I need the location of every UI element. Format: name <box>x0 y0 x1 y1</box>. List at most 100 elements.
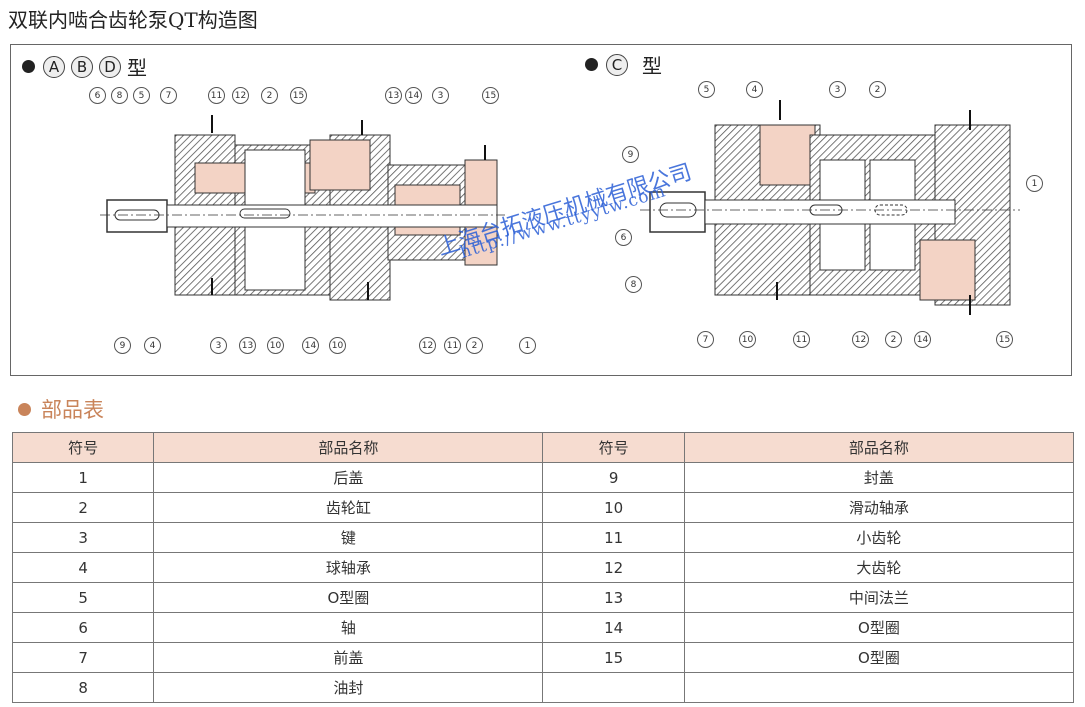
cell-symbol: 4 <box>11 552 155 583</box>
callout: 8 <box>625 276 642 293</box>
cell-symbol: 1 <box>11 462 155 493</box>
callout: 12 <box>419 337 436 354</box>
cell-symbol: 10 <box>542 492 685 523</box>
bullet-dot <box>22 60 35 73</box>
cell-part-name: 后盖 <box>153 462 544 493</box>
cell-part-name: O型圈 <box>683 642 1075 673</box>
callout: 6 <box>615 229 632 246</box>
type-letter: A <box>43 55 65 78</box>
parts-title-text: 部品表 <box>41 398 104 422</box>
callout: 14 <box>302 337 319 354</box>
callout: 12 <box>232 87 249 104</box>
callout: 2 <box>885 331 902 348</box>
callout: 14 <box>914 331 931 348</box>
cell-symbol: 5 <box>11 582 155 613</box>
cell-part-name: 小齿轮 <box>683 522 1075 553</box>
callout: 3 <box>829 81 846 98</box>
type-label-abd: A B D 型 <box>22 52 147 81</box>
cell-part-name: 前盖 <box>153 642 544 673</box>
header-symbol: 符号 <box>11 432 155 463</box>
callout: 9 <box>114 337 131 354</box>
callout: 3 <box>432 87 449 104</box>
cell-symbol: 9 <box>542 462 685 493</box>
cell-part-name: O型圈 <box>683 612 1075 643</box>
callout: 4 <box>144 337 161 354</box>
cell-part-name: 大齿轮 <box>683 552 1075 583</box>
callout: 11 <box>444 337 461 354</box>
cell-symbol: 12 <box>542 552 685 583</box>
callout: 7 <box>697 331 714 348</box>
type-letter: D <box>99 55 121 78</box>
callout: 2 <box>261 87 278 104</box>
cell-part-name: O型圈 <box>153 582 544 613</box>
page-title: 双联内啮合齿轮泵QT构造图 <box>8 8 258 32</box>
callout: 5 <box>133 87 150 104</box>
callout: 13 <box>239 337 256 354</box>
parts-section-title: 部品表 <box>18 394 104 424</box>
callout: 2 <box>466 337 483 354</box>
callout: 6 <box>89 87 106 104</box>
callout: 5 <box>698 81 715 98</box>
cell-symbol: 7 <box>11 642 155 673</box>
cell-part-name: 封盖 <box>683 462 1075 493</box>
type-suffix: 型 <box>642 54 662 78</box>
bullet-dot <box>585 58 598 71</box>
header-symbol: 符号 <box>542 432 685 463</box>
callout: 15 <box>482 87 499 104</box>
table-header-row: 符号 部品名称 符号 部品名称 <box>11 432 1075 463</box>
callout: 2 <box>869 81 886 98</box>
callout: 10 <box>267 337 284 354</box>
cell-symbol <box>542 672 685 703</box>
callout: 11 <box>793 331 810 348</box>
callout: 1 <box>519 337 536 354</box>
type-letter: B <box>71 55 93 78</box>
callout: 15 <box>996 331 1013 348</box>
callout: 9 <box>622 146 639 163</box>
type-letter: C <box>606 53 628 76</box>
callout: 7 <box>160 87 177 104</box>
callout: 10 <box>739 331 756 348</box>
left-pump-drawing <box>100 115 505 301</box>
callout: 1 <box>1026 175 1043 192</box>
cell-part-name: 键 <box>153 522 544 553</box>
cell-part-name: 滑动轴承 <box>683 492 1075 523</box>
callout: 3 <box>210 337 227 354</box>
header-part-name: 部品名称 <box>153 432 544 463</box>
cell-symbol: 3 <box>11 522 155 553</box>
callout: 10 <box>329 337 346 354</box>
cell-symbol: 14 <box>542 612 685 643</box>
header-part-name: 部品名称 <box>683 432 1075 463</box>
cell-part-name: 中间法兰 <box>683 582 1075 613</box>
callout: 11 <box>208 87 225 104</box>
cell-symbol: 8 <box>11 672 155 703</box>
callout: 12 <box>852 331 869 348</box>
cell-symbol: 13 <box>542 582 685 613</box>
bullet-dot <box>18 402 31 416</box>
pump-cross-section-drawings <box>100 100 1020 315</box>
cell-part-name: 轴 <box>153 612 544 643</box>
type-label-c: C 型 <box>585 50 662 79</box>
callout: 13 <box>385 87 402 104</box>
cell-symbol: 11 <box>542 522 685 553</box>
callout: 8 <box>111 87 128 104</box>
cell-symbol: 6 <box>11 612 155 643</box>
cell-symbol: 2 <box>11 492 155 523</box>
cell-part-name: 油封 <box>153 672 544 703</box>
type-suffix: 型 <box>127 56 147 80</box>
cell-part-name: 球轴承 <box>153 552 544 583</box>
callout: 4 <box>746 81 763 98</box>
cell-part-name: 齿轮缸 <box>153 492 544 523</box>
callout: 14 <box>405 87 422 104</box>
right-pump-drawing <box>640 100 1020 315</box>
cell-part-name <box>683 672 1075 703</box>
cell-symbol: 15 <box>542 642 685 673</box>
